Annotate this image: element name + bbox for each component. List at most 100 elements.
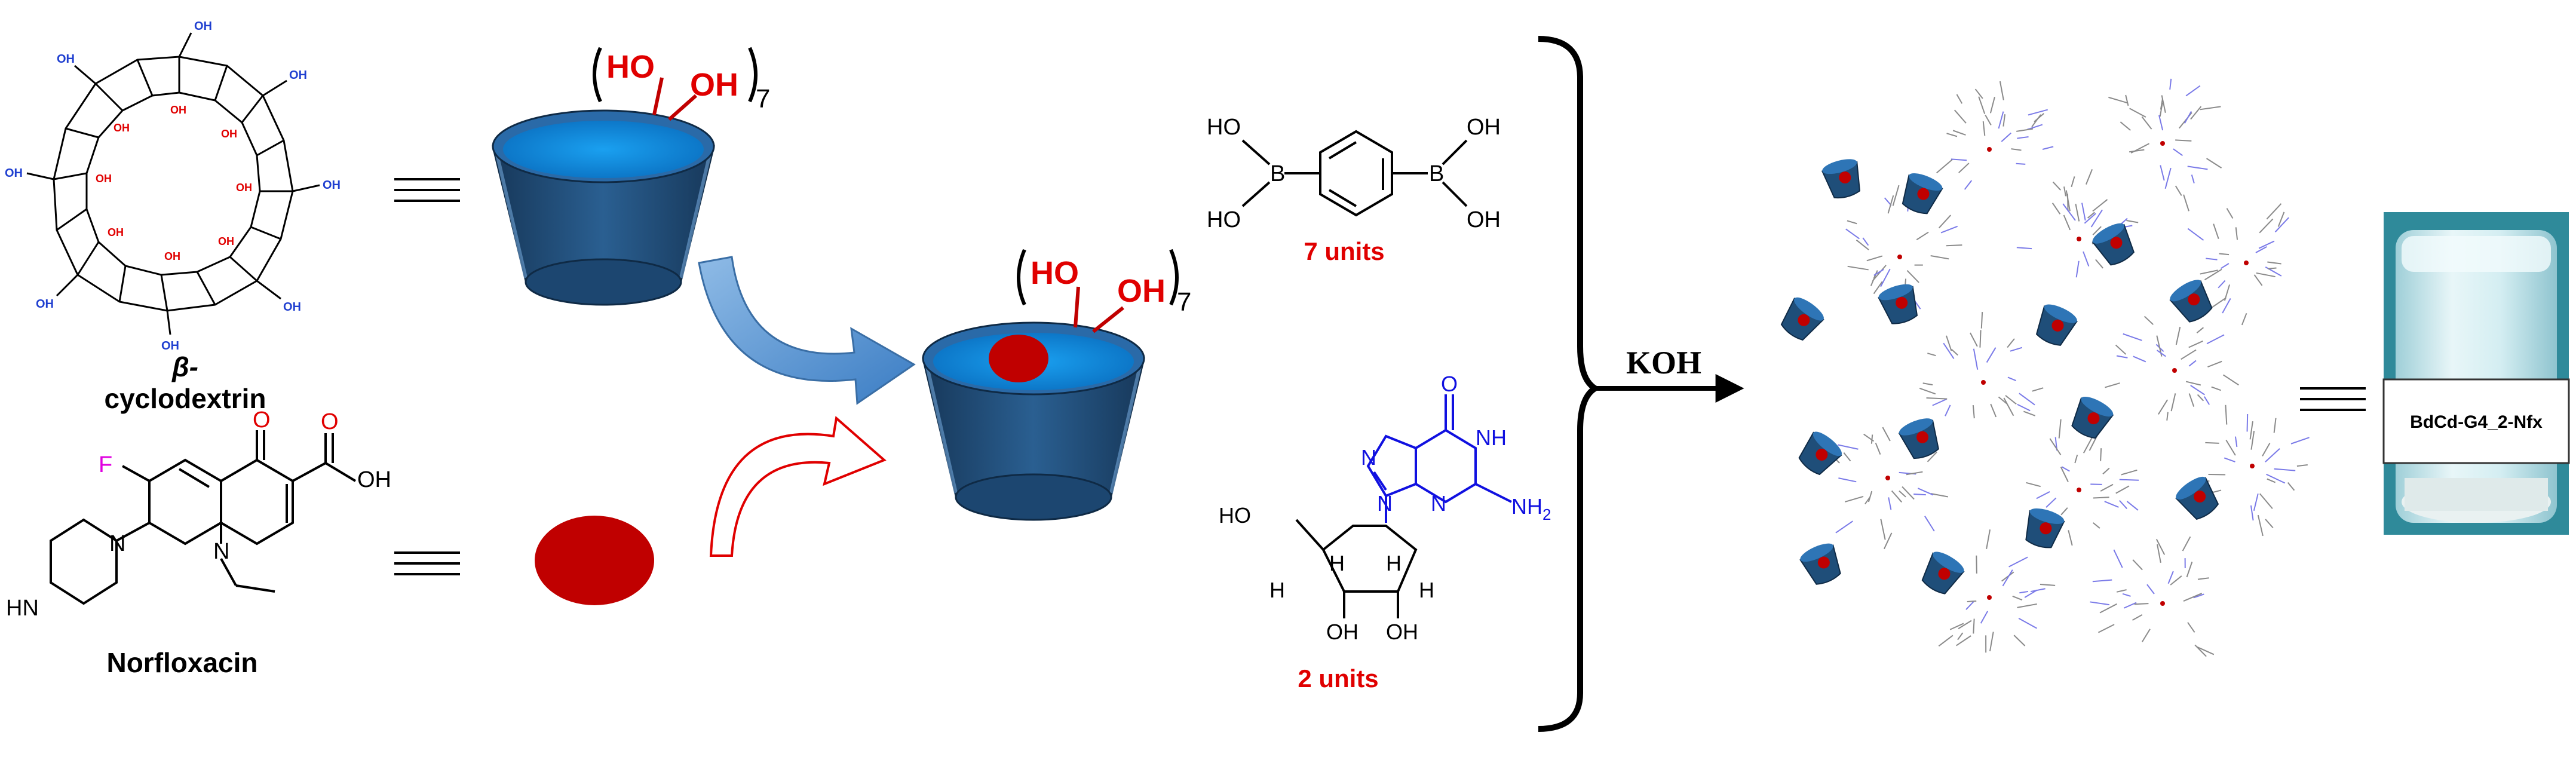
- gel-vial-photo: BdCd-G4_2-Nfx: [2382, 212, 2570, 535]
- nor-co-o-atom: O: [321, 409, 339, 434]
- cup-ho-label: HO: [606, 49, 655, 85]
- drug-red-ellipse: [535, 516, 654, 605]
- mini-cd-cup: [1821, 159, 1861, 199]
- cd-oh-label-2: OH: [289, 69, 307, 82]
- guo-h-atom-2: H: [1386, 551, 1402, 575]
- g-quartet-cluster: [1936, 81, 2054, 190]
- bdba-oh-bottom: OH: [1467, 207, 1501, 232]
- cd-inner-oh-6: OH: [108, 226, 124, 238]
- guo-h-atom-1: H: [1329, 551, 1345, 575]
- mini-cd-cup: [1878, 284, 1918, 324]
- cd-oh-label-4: OH: [283, 301, 301, 314]
- g-quartet-cluster: [2187, 203, 2289, 326]
- g-quartet-cluster: [2090, 536, 2215, 657]
- guo-ho-atom: HO: [1219, 503, 1251, 528]
- g-quartet-cluster: [2026, 419, 2139, 546]
- cyclodextrin-outer-ring: [53, 56, 294, 312]
- blue-curved-arrow: [698, 256, 916, 405]
- cd-oh-label-8: OH: [57, 53, 75, 66]
- complex-oh-label: OH: [1117, 273, 1166, 309]
- guo-oh-atom-1: OH: [1326, 620, 1358, 644]
- cd-oh-label-3: OH: [323, 179, 341, 192]
- bdba-b-left: B: [1270, 161, 1285, 186]
- norfloxacin-label: Norfloxacin: [106, 647, 257, 678]
- vial-label: BdCd-G4_2-Nfx: [2410, 412, 2543, 432]
- g4-network: [1780, 78, 2310, 657]
- guo-n-atom-1: N: [1361, 445, 1376, 470]
- complex-subscript: 7: [1177, 287, 1191, 317]
- cd-inner-oh-2: OH: [221, 128, 237, 140]
- cyclodextrin-structure: OH OH OH OH OH OH OH OH OH OH OH OH OH O…: [5, 20, 341, 414]
- cd-inner-oh-3: OH: [236, 182, 252, 194]
- guo-nh2-atom: NH2: [1511, 494, 1551, 523]
- cyclodextrin-inner-ring: [85, 91, 261, 276]
- nor-cooh-atom: OH: [357, 467, 391, 492]
- g-quartet-cluster: [1919, 311, 2044, 419]
- mini-cd-cup: [1902, 173, 1943, 214]
- mini-cd-cup: [2169, 280, 2213, 323]
- complex-ho-label: HO: [1031, 255, 1079, 291]
- norfloxacin-structure: [50, 430, 357, 605]
- nor-o-atom: O: [253, 407, 271, 433]
- cd-inner-oh-4: OH: [218, 235, 234, 247]
- guo-oh-atom-2: OH: [1386, 620, 1418, 644]
- bdba-oh-top: OH: [1467, 115, 1501, 140]
- guanosine-structure: [1366, 394, 1512, 523]
- cd-inner-oh-5: OH: [164, 250, 180, 262]
- mini-cd-cup: [1798, 431, 1842, 476]
- cd-oh-label-6: OH: [36, 298, 54, 311]
- cyclodextrin-cup: HO OH 7: [492, 47, 770, 306]
- nor-f-atom: F: [99, 452, 112, 477]
- nor-n1-atom: N: [213, 539, 229, 564]
- guo-h-atom-3: H: [1269, 578, 1285, 602]
- cd-oh-label-7: OH: [5, 167, 23, 180]
- bdba-ho-bottom: HO: [1207, 207, 1241, 232]
- equivalence-sign-1: [394, 178, 460, 202]
- mini-cd-cup: [2175, 476, 2219, 520]
- mini-cd-cup: [1780, 297, 1824, 341]
- guo-nh-atom: NH: [1476, 425, 1507, 450]
- cd-oh-label-5: OH: [161, 339, 179, 353]
- units-7-label: 7 units: [1304, 237, 1384, 265]
- g-quartet-cluster: [1938, 529, 2056, 653]
- bdba-atoms: B B HO HO OH OH: [1207, 115, 1501, 232]
- bdba-structure: [1241, 130, 1468, 217]
- norfloxacin-atoms: F O O OH N N HN: [6, 407, 391, 621]
- cd-inner-oh-7: OH: [96, 173, 112, 185]
- guo-h-atom-4: H: [1419, 578, 1434, 602]
- cyclodextrin-label: cyclodextrin: [105, 383, 266, 414]
- mini-cd-cup: [2035, 304, 2078, 346]
- cup-subscript: 7: [756, 84, 770, 114]
- koh-label: KOH: [1626, 345, 1701, 381]
- mini-cd-cup: [1799, 543, 1841, 585]
- nor-hn-atom: HN: [6, 596, 39, 621]
- red-outline-arrow: [709, 416, 887, 557]
- mini-cd-cup: [2025, 508, 2065, 548]
- cup-oh-label: OH: [690, 67, 738, 103]
- right-brace: [1538, 36, 1601, 732]
- cd-oh-label-1: OH: [194, 20, 212, 33]
- guanosine-sugar: [1295, 519, 1418, 618]
- guo-n-atom-3: N: [1377, 491, 1393, 516]
- beta-label: β-: [171, 351, 198, 382]
- vial-label-box: [2382, 378, 2570, 464]
- equivalence-sign-3: [2300, 387, 2366, 411]
- bdba-b-right: B: [1429, 161, 1444, 186]
- guo-n-atom-2: N: [1431, 491, 1446, 516]
- nor-n2-atom: N: [109, 531, 125, 556]
- cd-inner-oh-8: OH: [114, 122, 130, 134]
- mini-cd-cup: [1898, 418, 1939, 459]
- inclusion-complex-cup: HO OH 7: [922, 249, 1191, 521]
- g-quartet-cluster: [2108, 78, 2222, 212]
- equivalence-sign-2: [394, 551, 460, 575]
- mini-cd-cup: [1921, 551, 1965, 594]
- mini-cd-cup: [2092, 223, 2135, 266]
- guanosine-atoms: O NH NH2 N N N HO H H H H OH OH: [1219, 372, 1551, 644]
- g-quartet-cluster: [2105, 315, 2239, 421]
- complex-drug-ellipse: [989, 335, 1048, 382]
- cd-inner-oh-1: OH: [170, 104, 186, 116]
- mini-cd-cup: [2071, 396, 2114, 439]
- guo-o-atom: O: [1441, 372, 1458, 396]
- bdba-ho-top: HO: [1207, 115, 1241, 140]
